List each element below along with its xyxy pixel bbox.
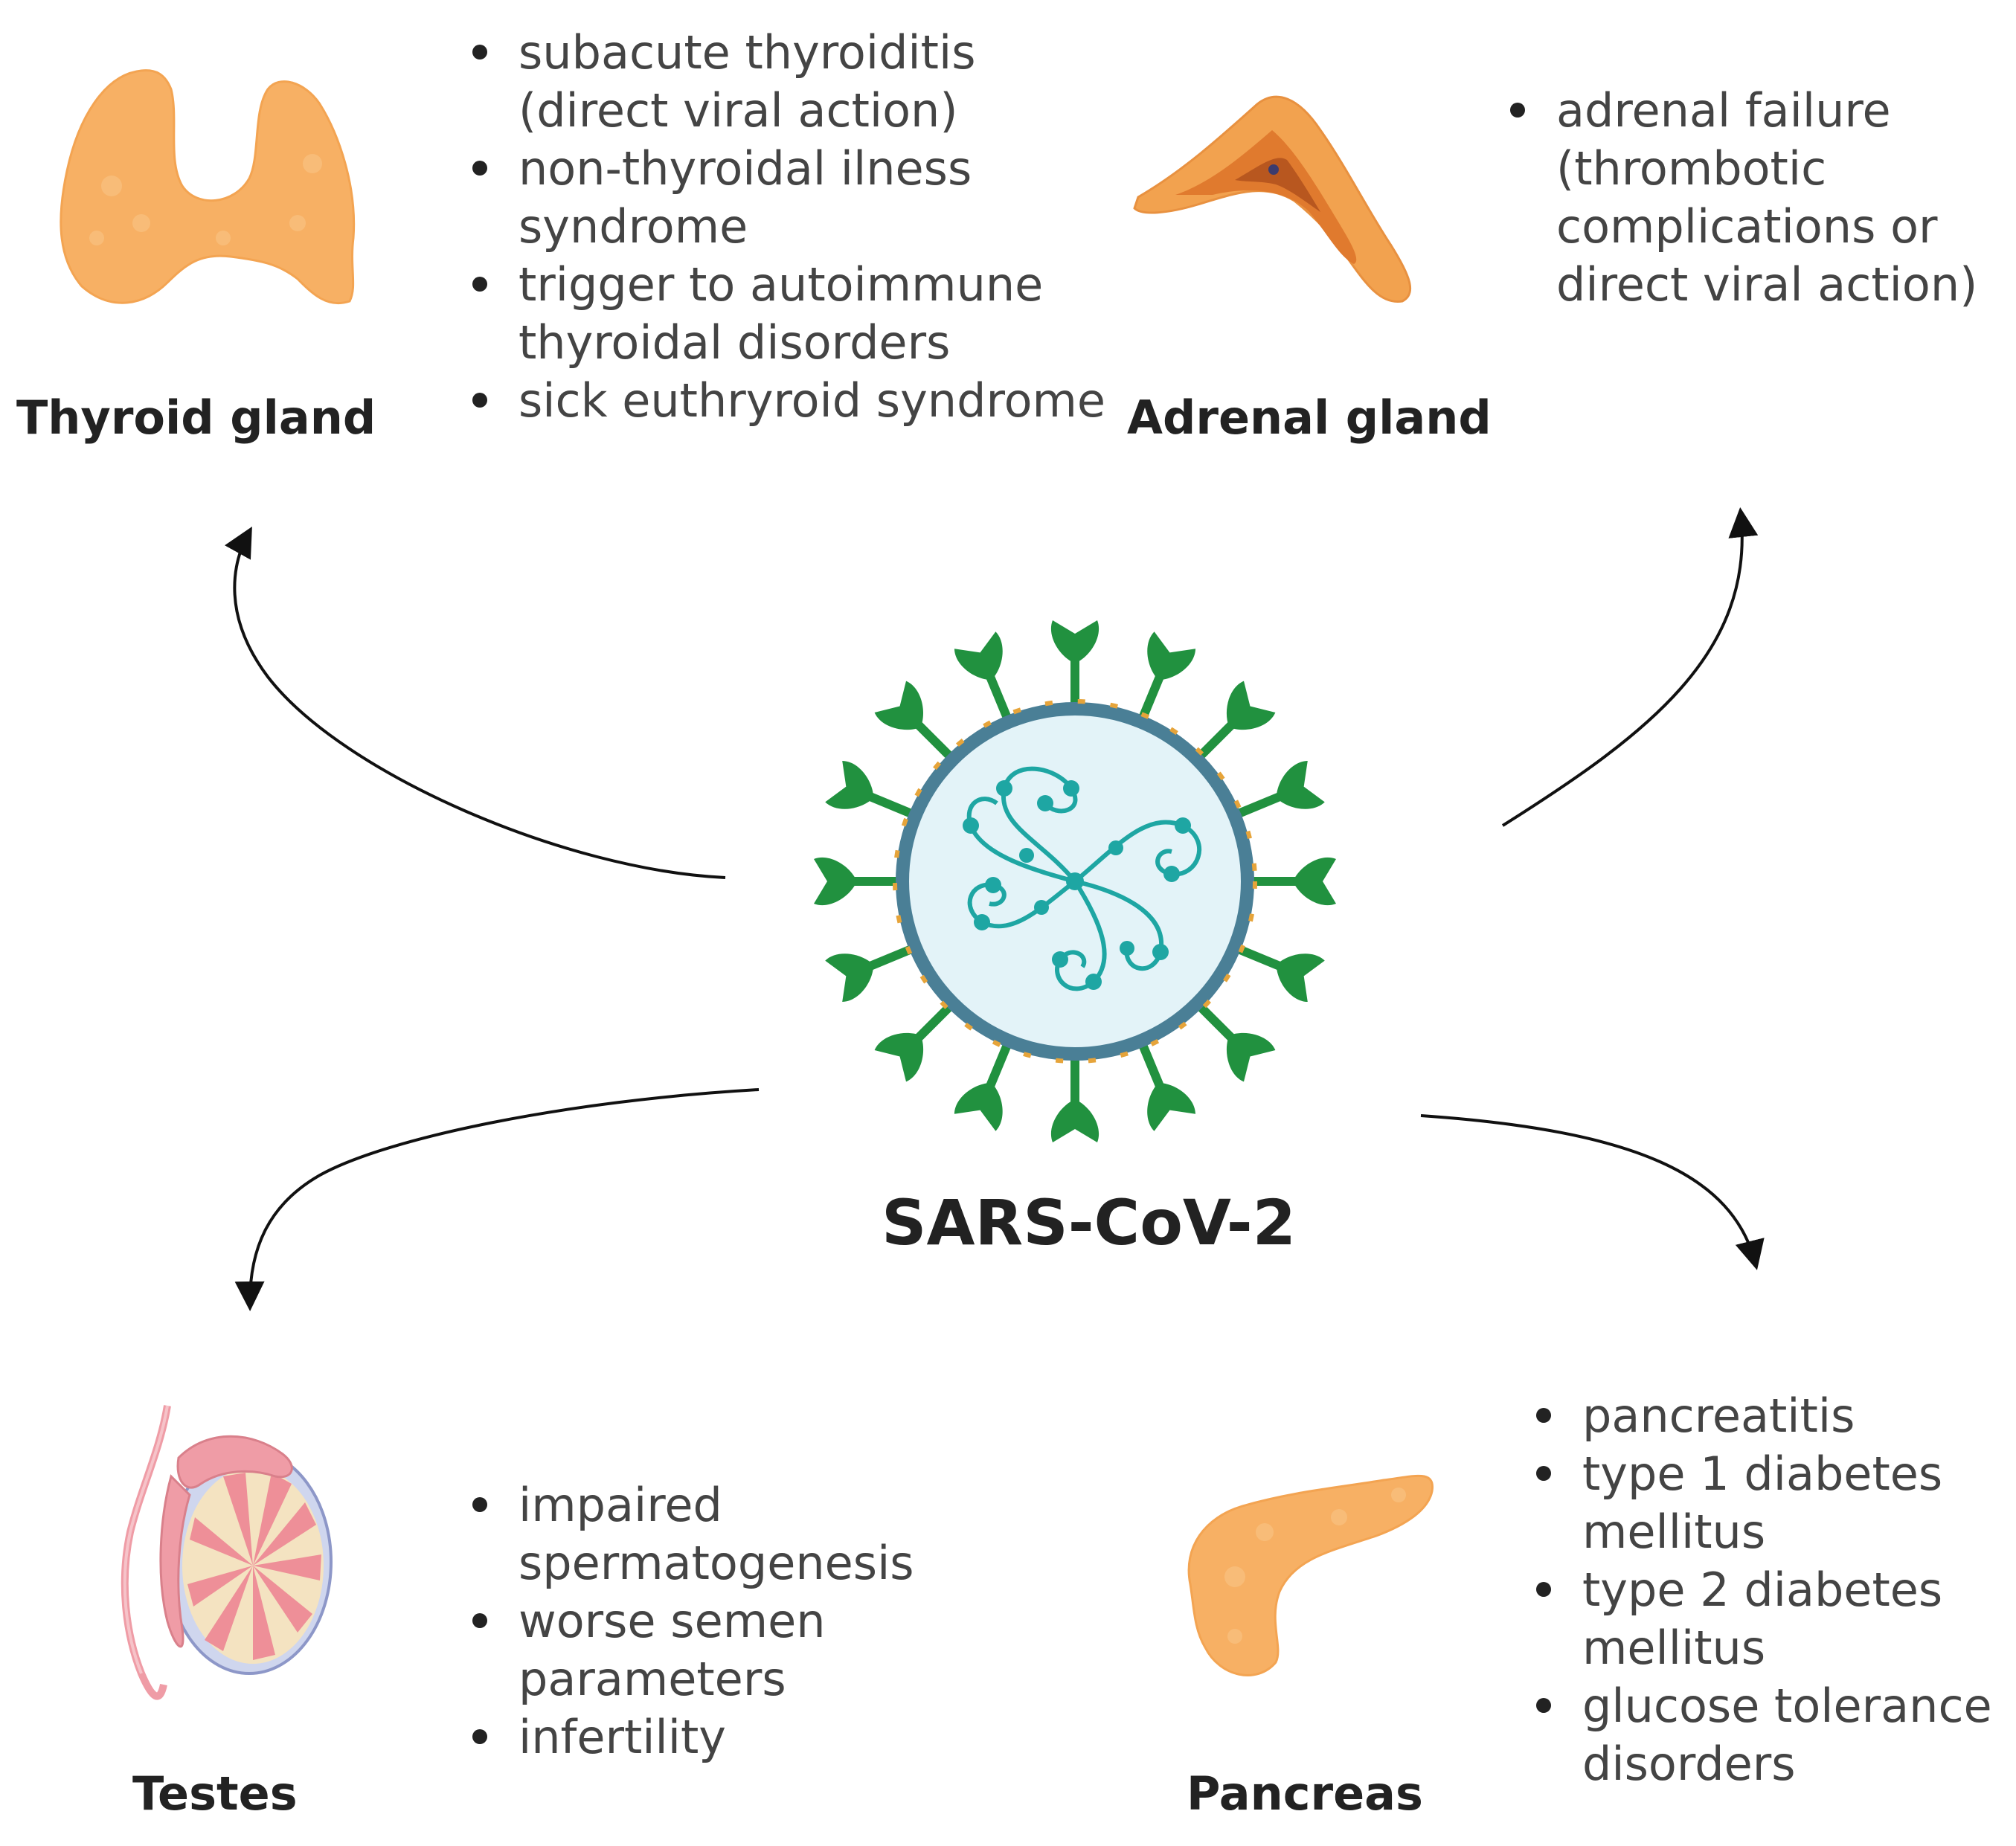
arrow-to-testes bbox=[234, 1088, 760, 1311]
testes-effect-item: infertility bbox=[472, 1708, 1054, 1766]
spike-protein-head bbox=[814, 858, 857, 905]
testes-label: Testes bbox=[132, 1766, 298, 1821]
thyroid-effect-item: trigger to autoimmune thyroidal disorder… bbox=[472, 256, 1129, 372]
spike-protein-head bbox=[1050, 1099, 1100, 1142]
spike-protein-head bbox=[825, 953, 874, 1003]
virus-rna-nodes bbox=[963, 780, 1191, 990]
pancreas-effect-item: type 1 diabetes mellitus bbox=[1536, 1445, 2016, 1561]
adrenal-gland-label: Adrenal gland bbox=[1127, 390, 1492, 445]
spike-protein-head bbox=[1276, 953, 1325, 1003]
virus-label: SARS-CoV-2 bbox=[882, 1186, 1297, 1259]
thyroid-effect-item: subacute thyroiditis (direct viral actio… bbox=[472, 24, 1129, 140]
adrenal-effects-list: adrenal failure (thrombotic complication… bbox=[1503, 82, 2016, 314]
pancreas-effect-item: pancreatitis bbox=[1536, 1387, 2016, 1445]
spike-protein-head bbox=[874, 681, 924, 730]
pancreas-label: Pancreas bbox=[1187, 1766, 1423, 1821]
adrenal-effect-item: adrenal failure (thrombotic complication… bbox=[1510, 82, 2016, 314]
spike-protein-head bbox=[1147, 631, 1196, 681]
spike-protein-head bbox=[954, 1082, 1003, 1131]
testes-effect-item: impaired spermatogenesis bbox=[472, 1476, 1054, 1592]
pancreas-effect-item: glucose tolerance disorders bbox=[1536, 1677, 2016, 1793]
testes-effect-item: worse semen parameters bbox=[472, 1592, 1054, 1708]
thyroid-effect-item: sick euthryroid syndrome bbox=[472, 372, 1129, 430]
spike-protein-head bbox=[825, 760, 874, 809]
thyroid-effects-list: subacute thyroiditis (direct viral actio… bbox=[465, 24, 1129, 430]
pancreas-effect-item: type 2 diabetes mellitus bbox=[1536, 1561, 2016, 1677]
thyroid-effect-item: non-thyroidal ilness syndrome bbox=[472, 140, 1129, 256]
spike-protein-head bbox=[954, 631, 1003, 681]
spike-protein-head bbox=[1226, 681, 1276, 730]
spike-protein-head bbox=[1226, 1032, 1276, 1082]
arrow-to-thyroid bbox=[224, 527, 726, 879]
spike-protein-head bbox=[1050, 620, 1100, 663]
arrow-to-adrenal bbox=[1501, 507, 1759, 827]
spike-protein-head bbox=[1276, 760, 1325, 809]
spike-protein-head bbox=[1293, 858, 1336, 905]
spike-protein-head bbox=[874, 1032, 924, 1082]
spike-protein-head bbox=[1147, 1082, 1196, 1131]
thyroid-gland-label: Thyroid gland bbox=[16, 390, 376, 445]
arrow-to-pancreas bbox=[1420, 1114, 1765, 1270]
testes-effects-list: impaired spermatogenesis worse semen par… bbox=[465, 1476, 1054, 1766]
pancreas-effects-list: pancreatitis type 1 diabetes mellitus ty… bbox=[1529, 1387, 2016, 1793]
